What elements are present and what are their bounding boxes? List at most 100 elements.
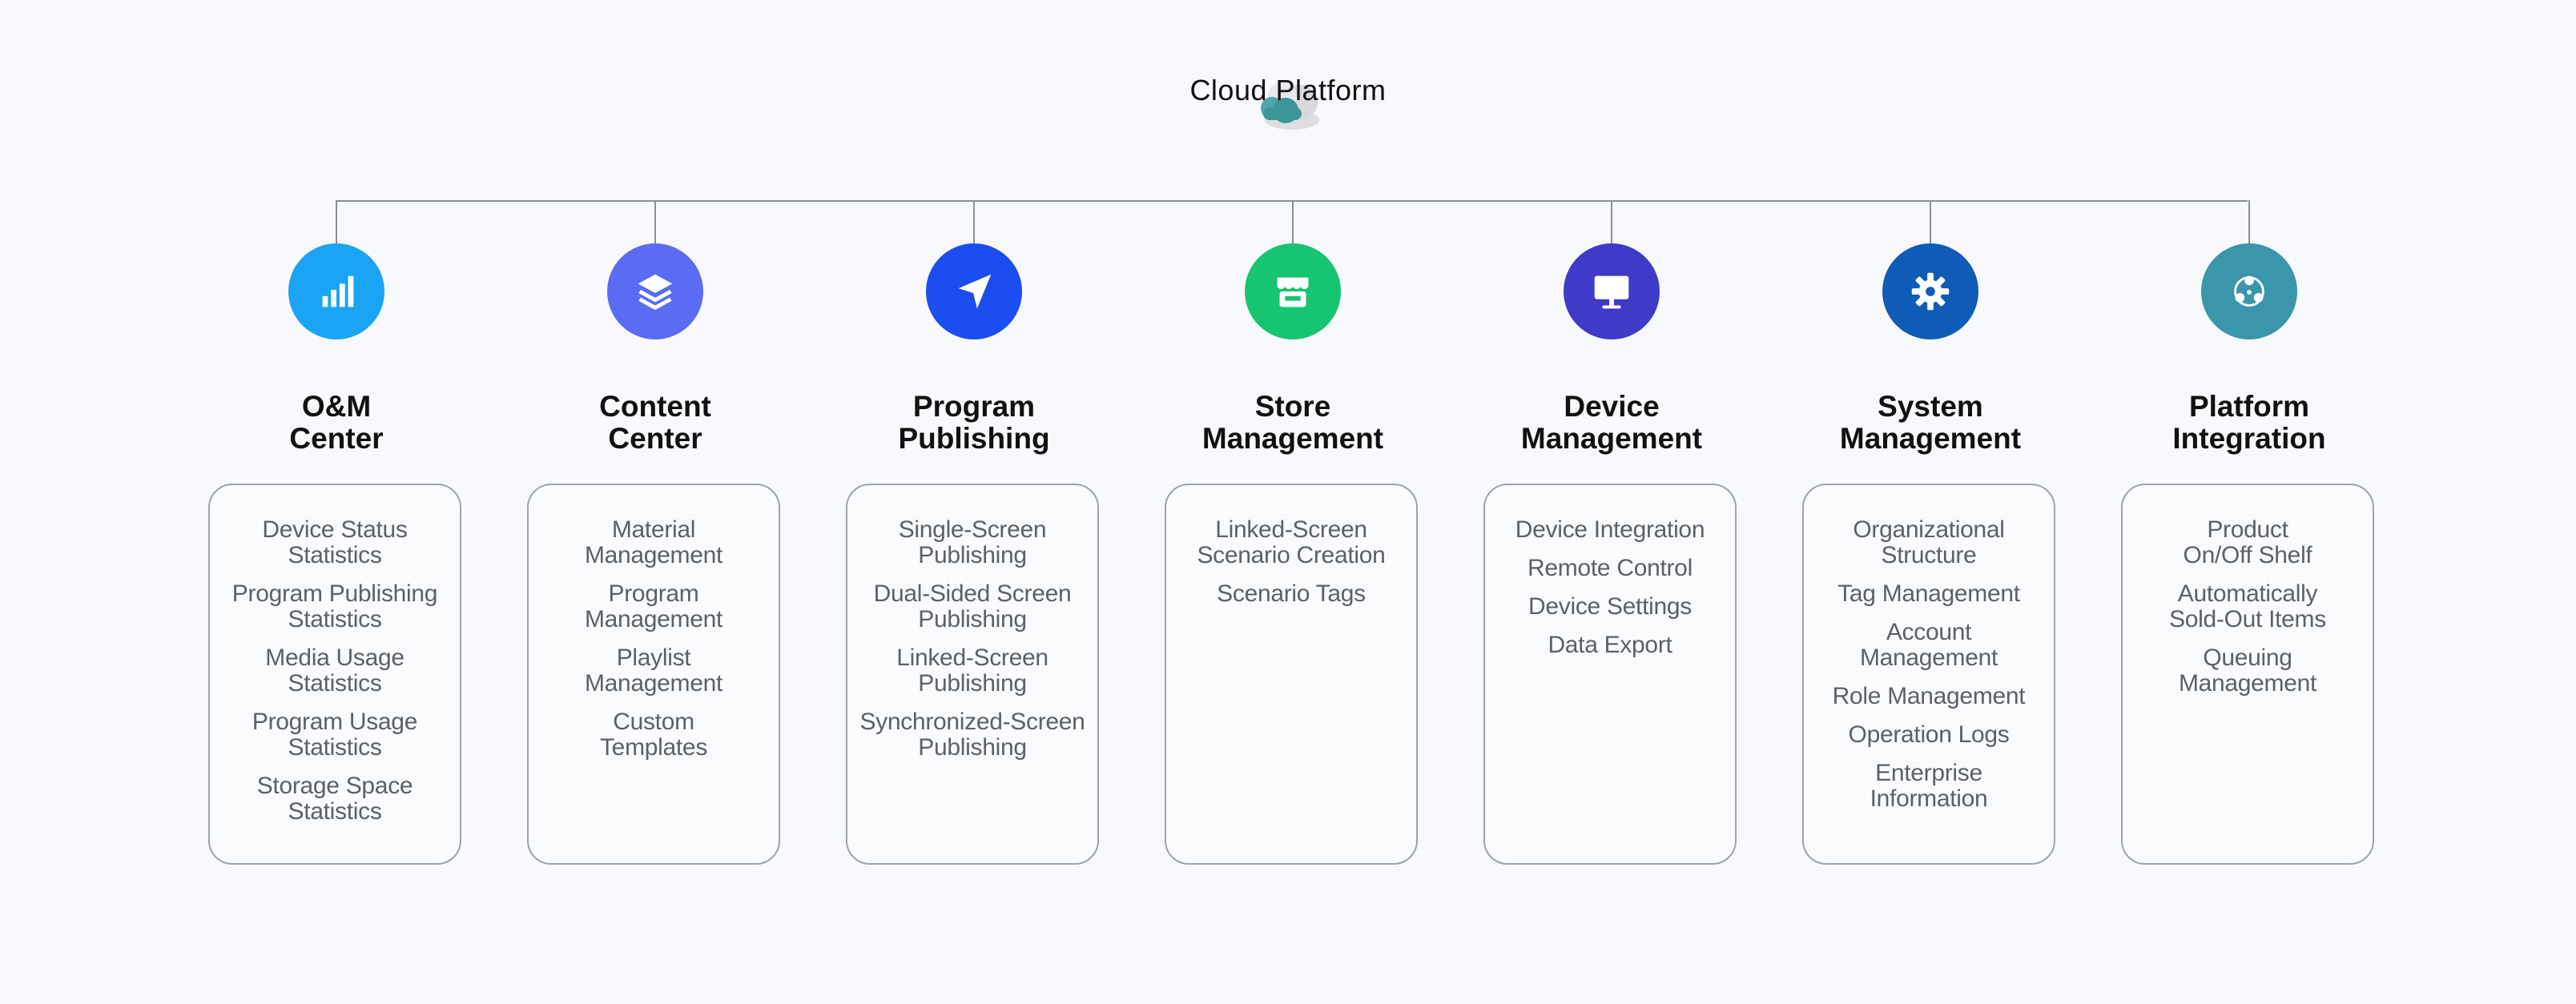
feature-item-line: Information [1870,785,1988,812]
feature-item-line: Statistics [288,798,382,825]
feature-item-line: Management [584,670,723,697]
feature-item: Device Integration [1493,517,1727,543]
module-title-line: System [1878,390,1983,423]
feature-item-line: Management [584,606,723,633]
feature-item-line: Device Status [262,516,408,543]
feature-item-line: Data Export [1548,632,1672,658]
connector-om [336,200,337,243]
send-arrow-icon [926,243,1022,339]
feature-item-line: Operation Logs [1848,721,2010,748]
feature-item-line: Statistics [288,542,382,568]
feature-item-line: Program [608,580,699,607]
storefront-icon [1245,243,1341,339]
feature-item-line: Enterprise [1875,760,1982,786]
feature-item-line: Queuing [2203,645,2292,671]
feature-item-line: Statistics [288,606,382,633]
module-title-line: Management [1839,422,2022,455]
feature-item-line: Linked-Screen [1215,516,1367,543]
feature-item-line: Custom [613,709,694,735]
feature-item-line: Media Usage [265,645,405,671]
module-title-line: Management [1201,422,1384,455]
connector-system [1930,200,1931,243]
feature-item-line: Device Settings [1528,593,1692,620]
feature-item-line: Management [2178,670,2317,697]
module-title-line: Center [608,422,702,455]
root-node [0,72,2576,140]
feature-item-line: Linked-Screen [896,645,1049,671]
module-title-line: Integration [2172,422,2326,455]
connector-store [1292,200,1294,243]
feature-item-line: Playlist [616,645,691,671]
feature-item-line: Publishing [918,734,1027,761]
feature-item: Data Export [1493,633,1727,658]
layers-icon [607,243,703,339]
feature-item-line: Publishing [918,670,1027,697]
feature-item-line: Templates [599,734,708,761]
module-title-line: Publishing [898,422,1050,455]
feature-item-line: Remote Control [1527,555,1693,581]
feature-item-line: Structure [1881,542,1977,568]
gear-icon [1882,243,1978,339]
feature-item: Scenario Tags [1174,581,1408,607]
module-title-line: Platform [2188,390,2310,423]
feature-item-line: Statistics [288,670,382,697]
feature-item-line: Device Integration [1515,516,1705,543]
feature-item-line: Scenario Tags [1217,580,1366,607]
feature-item-line: Automatically [2177,580,2318,607]
module-title-line: Management [1520,422,1703,455]
feature-item-line: Organizational [1853,516,2005,543]
module-title-line: Content [599,390,711,423]
feature-item-line: Publishing [918,606,1027,633]
feature-item-line: Sold-Out Items [2169,606,2326,633]
feature-item-line: Program Usage [252,709,418,735]
feature-item: Role Management [1812,684,2046,709]
feature-item: Device Settings [1493,594,1727,620]
feature-item: Operation Logs [1812,722,2046,748]
feature-item-line: Management [1859,645,1998,671]
feature-item-line: Product [2207,516,2288,543]
module-title-line: Device [1564,390,1660,423]
connector-publishing [973,200,975,243]
connector-device [1611,200,1612,243]
feature-item-line: Material [611,516,696,543]
feature-item-line: Tag Management [1837,580,2020,607]
feature-item-line: Storage Space [256,773,413,799]
cloud-icon [1252,72,1324,136]
feature-item-line: Account [1886,619,1972,645]
feature-item-line: Publishing [918,542,1027,568]
connector-integration [2248,200,2250,243]
feature-item-line: Scenario Creation [1197,542,1386,568]
monitor-icon [1564,243,1660,339]
module-title-line: Center [289,422,384,455]
feature-item-line: Statistics [288,734,382,761]
